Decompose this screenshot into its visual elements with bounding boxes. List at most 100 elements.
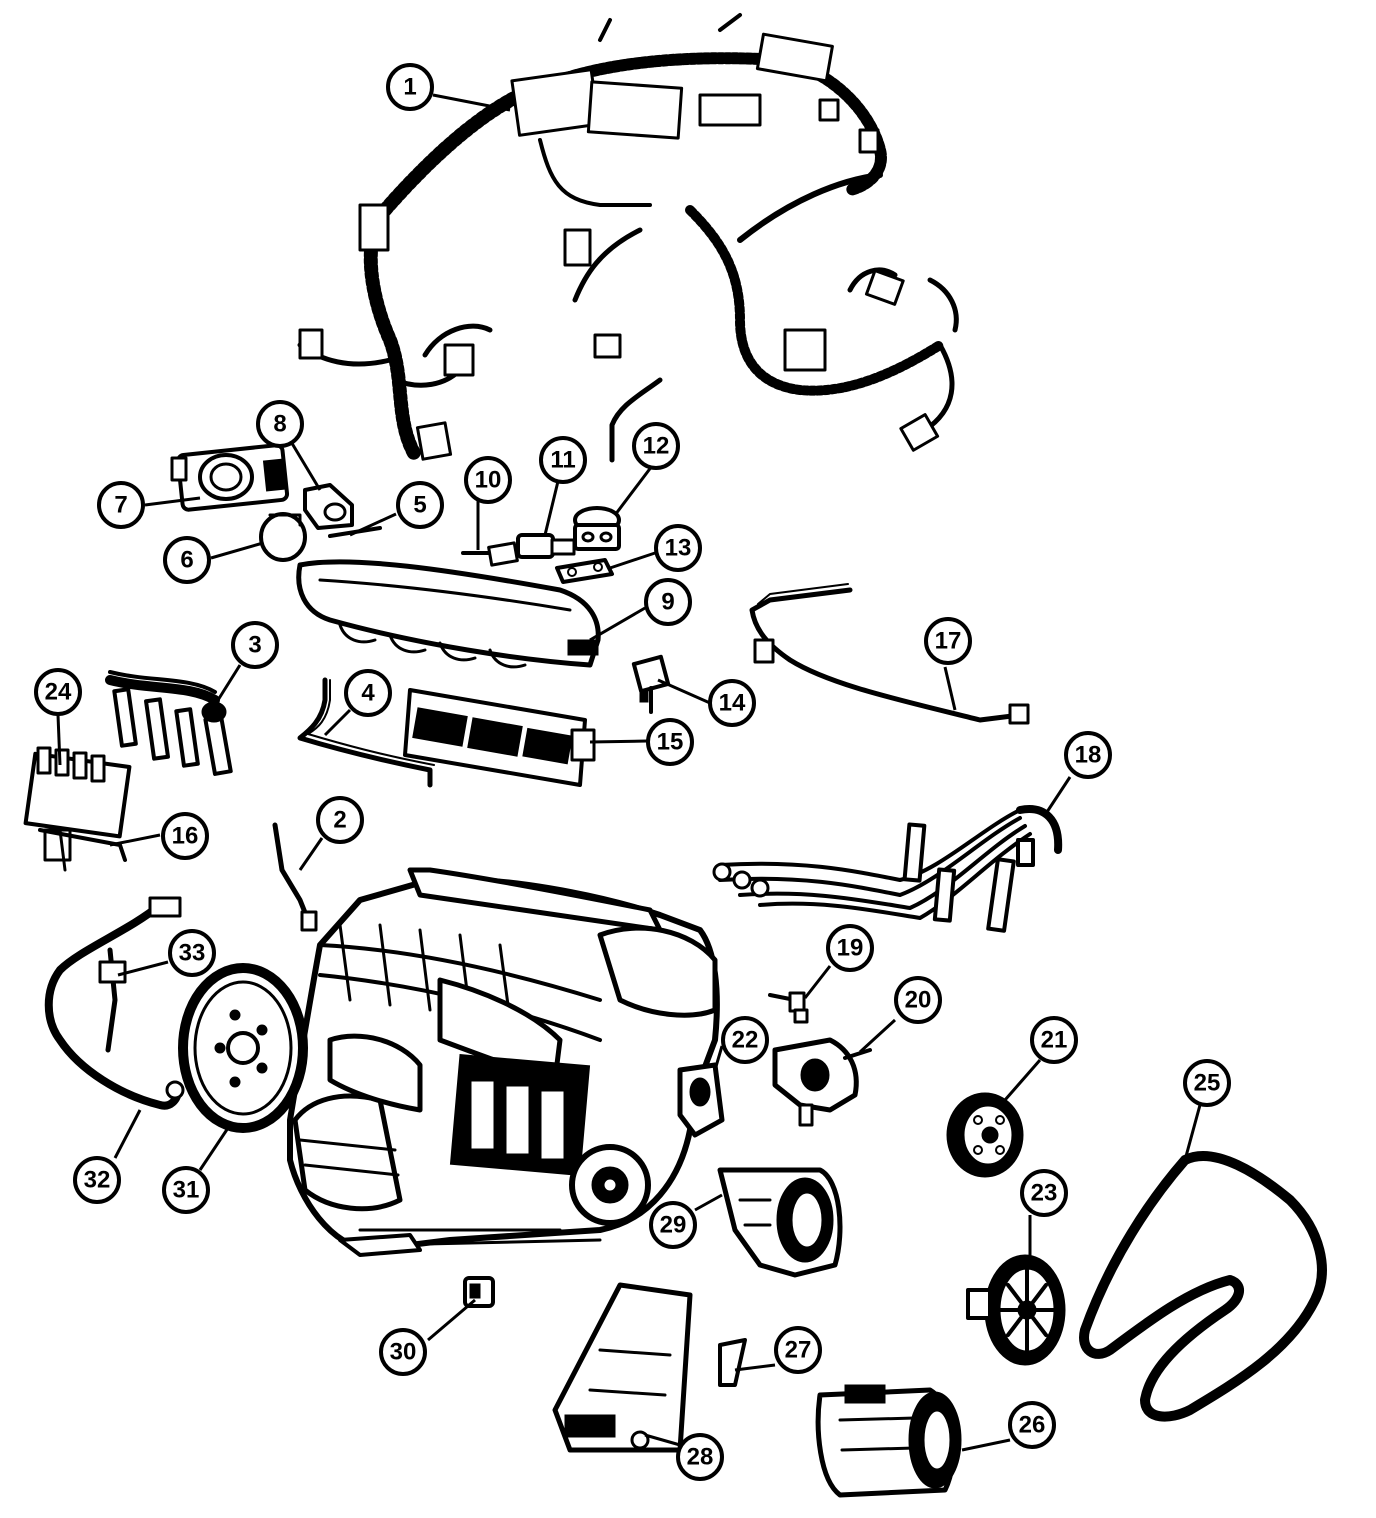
- callout-9: 9: [644, 578, 692, 626]
- engine-assembly: [287, 867, 720, 1257]
- callout-label-24: 24: [45, 679, 72, 706]
- flywheel: [178, 963, 308, 1133]
- leader-lines: [56, 93, 1202, 1452]
- small-bracket: [718, 1338, 747, 1387]
- heater-tube-assembly: [44, 896, 185, 1110]
- small-sensor: [461, 541, 519, 567]
- callout-label-14: 14: [719, 690, 746, 717]
- callout-10: 10: [464, 456, 512, 504]
- callout-label-7: 7: [114, 492, 127, 519]
- callout-11: 11: [539, 436, 587, 484]
- callout-label-25: 25: [1194, 1070, 1221, 1097]
- callout-label-2: 2: [333, 807, 346, 834]
- callout-13: 13: [654, 524, 702, 572]
- callout-25: 25: [1183, 1059, 1231, 1107]
- callout-28: 28: [676, 1433, 724, 1481]
- callout-18: 18: [1064, 731, 1112, 779]
- crank-sensor: [463, 1276, 495, 1308]
- callout-24: 24: [34, 668, 82, 716]
- callout-label-1: 1: [403, 74, 416, 101]
- callout-label-12: 12: [643, 433, 670, 460]
- callout-27: 27: [774, 1326, 822, 1374]
- drive-belt: [1079, 1151, 1327, 1422]
- callout-label-8: 8: [273, 411, 286, 438]
- spark-plug-wires-small: [105, 670, 233, 776]
- throttle-body-gasket: [259, 512, 307, 562]
- callout-label-17: 17: [935, 628, 962, 655]
- callout-label-26: 26: [1019, 1412, 1046, 1439]
- callout-8: 8: [256, 400, 304, 448]
- callout-label-33: 33: [179, 940, 206, 967]
- coil-bracket: [38, 828, 127, 862]
- callout-label-4: 4: [361, 680, 375, 707]
- callout-26: 26: [1008, 1401, 1056, 1449]
- callout-label-15: 15: [657, 729, 684, 756]
- callout-label-28: 28: [687, 1444, 714, 1471]
- alternator: [717, 1167, 843, 1278]
- callout-3: 3: [231, 621, 279, 669]
- callout-label-13: 13: [665, 535, 692, 562]
- callout-label-31: 31: [173, 1177, 200, 1204]
- cam-sensor: [631, 654, 671, 714]
- callout-29: 29: [649, 1201, 697, 1249]
- callout-label-19: 19: [837, 935, 864, 962]
- callout-7: 7: [97, 481, 145, 529]
- mounting-bracket: [552, 1282, 693, 1453]
- egr-tube: [516, 533, 576, 559]
- callout-label-29: 29: [660, 1212, 687, 1239]
- callout-21: 21: [1030, 1016, 1078, 1064]
- power-steering-pump: [966, 1254, 1066, 1366]
- callout-19: 19: [826, 924, 874, 972]
- ac-compressor: [815, 1384, 962, 1498]
- callout-32: 32: [73, 1156, 121, 1204]
- callout-5: 5: [396, 481, 444, 529]
- callout-label-6: 6: [180, 547, 193, 574]
- callout-16: 16: [161, 812, 209, 860]
- spark-plug-wires-large: [712, 805, 1063, 933]
- callout-17: 17: [924, 617, 972, 665]
- thermostat-housing: [772, 1037, 872, 1127]
- callout-label-3: 3: [248, 632, 261, 659]
- callout-label-23: 23: [1031, 1180, 1058, 1207]
- callout-label-32: 32: [84, 1167, 111, 1194]
- callout-label-9: 9: [661, 589, 674, 616]
- callout-label-16: 16: [172, 823, 199, 850]
- egr-valve: [573, 506, 621, 551]
- callout-6: 6: [163, 536, 211, 584]
- callout-label-27: 27: [785, 1337, 812, 1364]
- idle-air-control-valve: [303, 483, 354, 530]
- temp-sender: [768, 991, 809, 1024]
- fuel-supply-tube: [749, 583, 1030, 725]
- callout-23: 23: [1020, 1169, 1068, 1217]
- oil-dipstick: [272, 822, 318, 932]
- callout-label-30: 30: [390, 1339, 417, 1366]
- intake-manifold: [296, 559, 601, 669]
- callout-label-18: 18: [1075, 742, 1102, 769]
- callout-22: 22: [721, 1016, 769, 1064]
- callout-label-10: 10: [475, 467, 502, 494]
- callout-label-5: 5: [413, 492, 426, 519]
- callout-31: 31: [162, 1166, 210, 1214]
- water-pump-pulley: [946, 1092, 1024, 1178]
- ignition-coil-pack: [23, 746, 132, 872]
- callout-label-20: 20: [905, 987, 932, 1014]
- throttle-body: [170, 443, 290, 512]
- engine-mount: [677, 1062, 725, 1138]
- callout-label-21: 21: [1041, 1027, 1068, 1054]
- callout-label-11: 11: [550, 447, 575, 474]
- callout-15: 15: [646, 718, 694, 766]
- callout-14: 14: [708, 679, 756, 727]
- callout-4: 4: [344, 669, 392, 717]
- callout-33: 33: [168, 929, 216, 977]
- callout-1: 1: [386, 63, 434, 111]
- callout-label-22: 22: [732, 1027, 759, 1054]
- callout-12: 12: [632, 422, 680, 470]
- callout-2: 2: [316, 796, 364, 844]
- callout-20: 20: [894, 976, 942, 1024]
- powertrain-control-module: [403, 688, 596, 787]
- egr-gasket: [555, 558, 614, 584]
- wiring-harness: [297, 13, 959, 463]
- oil-dipstick-tube: [297, 677, 435, 788]
